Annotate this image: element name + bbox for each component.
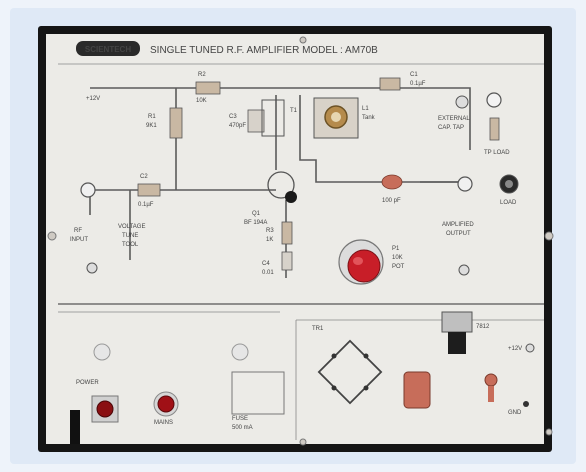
tp-load-terminal[interactable] [486, 92, 502, 108]
capacitor-ce-label: C4 [262, 261, 270, 267]
capacitor-c1-value: 0.1µF [410, 81, 426, 87]
ground-label: GND [508, 410, 522, 416]
mains-label: MAINS [154, 420, 173, 426]
capacitor-c2 [137, 183, 161, 197]
capacitor-c3-value: 470pF [229, 123, 246, 129]
tank-coil-slug-center [331, 112, 341, 122]
capacitor-c2-value: 0.1µF [138, 202, 154, 208]
vcc-label: +12V [86, 96, 100, 102]
regulator-ic [448, 332, 466, 354]
indicator-lamp [93, 343, 111, 361]
amplified-output-label: AMPLIFIED [442, 222, 474, 228]
resistor-r1 [169, 107, 183, 139]
indicator-lamp [231, 343, 249, 361]
load-jack-center [505, 180, 513, 188]
rf-input-sub: INPUT [70, 237, 88, 243]
panel-screw-icon [47, 231, 57, 241]
capacitor-c2-label: C2 [140, 174, 148, 180]
fuse-value: 500 mA [232, 425, 253, 431]
resistor-r1-value: 9K1 [146, 123, 157, 129]
resistor-r2 [195, 81, 221, 95]
transformer-label: TR1 [312, 326, 324, 332]
tp-load-label: TP LOAD [484, 150, 510, 156]
brand-logo [76, 41, 140, 56]
capacitor-ce [281, 251, 293, 271]
load-label: LOAD [500, 200, 517, 206]
capacitor-100pf-label: 100 pF [382, 198, 401, 204]
transistor-q1 [267, 171, 295, 199]
test-terminal[interactable] [458, 264, 470, 276]
transistor-q1-body [285, 191, 297, 203]
pot-sub2: POT [392, 264, 405, 270]
regulator-label: 7812 [476, 324, 490, 330]
resistor-re-value: 1K [266, 237, 273, 243]
load-resistor [489, 117, 500, 141]
filter-capacitor-small [484, 373, 498, 387]
transistor-q1-value: BF 194A [244, 220, 267, 226]
pot-label: P1 [392, 246, 400, 252]
resistor-r2-label: R2 [198, 72, 206, 78]
supply-output-terminal[interactable] [525, 343, 535, 353]
transistor-q1-label: Q1 [252, 211, 261, 217]
amplified-output-terminal[interactable] [457, 176, 473, 192]
regulator-heatsink [441, 311, 473, 333]
circuit-traces [89, 87, 471, 278]
external-cap-label: EXTERNAL [438, 116, 470, 122]
tuning-label: VOLTAGE [118, 224, 145, 230]
filter-capacitor-large [403, 371, 431, 409]
knob-highlight [353, 257, 363, 265]
capacitor-c3-label: C3 [229, 114, 237, 120]
transformer-t1-label: T1 [290, 108, 298, 114]
ground-terminal[interactable] [523, 401, 529, 407]
panel-title: SINGLE TUNED R.F. AMPLIFIER MODEL : AM70… [150, 45, 378, 56]
test-terminal[interactable] [86, 262, 98, 274]
brand-name: SCIENTECH [85, 45, 131, 54]
tuning-sub2: TOOL [122, 242, 139, 248]
capacitor-c3 [247, 109, 265, 133]
rf-input-label: RF [74, 228, 82, 234]
panel-screw-icon [544, 231, 554, 241]
amplified-output-sub: OUTPUT [446, 231, 471, 237]
supply-section-border [295, 319, 544, 440]
capacitor-c1-label: C1 [410, 72, 418, 78]
power-switch[interactable] [96, 400, 114, 418]
bridge-rectifier [317, 339, 383, 405]
panel-screw-icon [545, 428, 553, 436]
panel-screw-icon [299, 36, 307, 44]
resistor-r2-value: 10K [196, 98, 207, 104]
tank-coil-label: L1 [362, 106, 369, 112]
transformer-t1 [261, 99, 285, 137]
power-label: POWER [76, 380, 99, 386]
external-cap-sub: CAP. TAP [438, 125, 464, 131]
panel-screw-icon [299, 438, 307, 446]
capacitor-ce-value: 0.01 [262, 270, 274, 276]
external-cap-terminal[interactable] [455, 95, 469, 109]
resistor-re-label: R3 [266, 228, 274, 234]
capacitor-100pf [381, 174, 403, 190]
fuse-box [231, 371, 285, 415]
pot-sub: 10K [392, 255, 403, 261]
power-cord [70, 410, 80, 444]
resistor-r1-label: R1 [148, 114, 156, 120]
tuning-sub: TUNE [122, 233, 138, 239]
filter-capacitor-lead [488, 386, 494, 402]
mains-led [157, 395, 175, 413]
potentiometer-knob[interactable] [347, 249, 381, 283]
fuse-label: FUSE [232, 416, 248, 422]
tank-coil-value: Tank [362, 115, 376, 121]
capacitor-c1 [379, 77, 401, 91]
rf-input-terminal[interactable] [80, 182, 96, 198]
bridge-diodes [331, 353, 369, 391]
resistor-re [281, 221, 293, 245]
supply-output-label: +12V [508, 346, 522, 352]
